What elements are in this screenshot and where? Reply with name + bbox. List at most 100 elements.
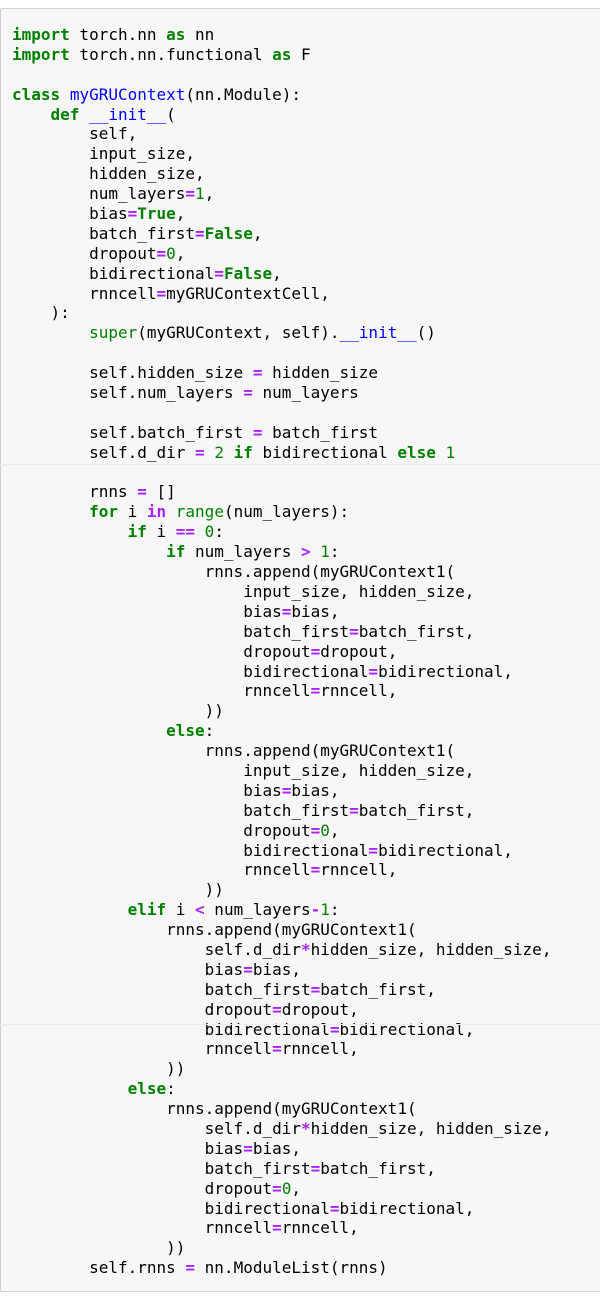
- code-line: )): [12, 1059, 551, 1079]
- code-token: rnns.append(myGRUContext1(: [12, 741, 456, 761]
- code-line: bidirectional=bidirectional,: [12, 1199, 551, 1219]
- code-token: rnncell,: [281, 1039, 359, 1059]
- code-line: if num_layers > 1:: [12, 542, 551, 562]
- code-line: rnncell=rnncell,: [12, 860, 551, 880]
- code-token: =: [214, 263, 224, 283]
- code-token: batch_first: [12, 1158, 311, 1178]
- code-line: for i in range(num_layers):: [12, 502, 551, 522]
- code-token: bias,: [291, 601, 340, 621]
- divider: [0, 1024, 600, 1025]
- code-token: [12, 1079, 128, 1098]
- code-token: rnncell,: [281, 1218, 359, 1238]
- code-token: =: [310, 1158, 321, 1178]
- code-token: dropout: [12, 641, 311, 661]
- code-token: >: [300, 542, 311, 562]
- code-token: bidirectional: [12, 840, 369, 860]
- code-token: =: [243, 383, 253, 403]
- code-line: rnncell=rnncell,: [12, 1039, 551, 1059]
- code-token: ,: [329, 820, 340, 840]
- code-token: else: [166, 721, 205, 741]
- code-token: (nn.Module):: [185, 84, 301, 104]
- code-line: rnncell=rnncell,: [12, 681, 551, 701]
- code-token: rnncell,: [320, 860, 398, 880]
- code-token: batch_first: [12, 223, 196, 243]
- code-token: class: [12, 84, 61, 104]
- code-token: bidirectional,: [378, 661, 513, 681]
- code-line: class myGRUContext(nn.Module):: [12, 85, 551, 105]
- code-line: batch_first=batch_first,: [12, 801, 551, 821]
- code-line: self.hidden_size = hidden_size: [12, 363, 551, 383]
- code-token: rnncell: [12, 681, 311, 701]
- code-token: batch_first,: [358, 800, 475, 820]
- code-token: =: [243, 1138, 253, 1158]
- code-token: []: [146, 482, 176, 502]
- code-token: (: [166, 104, 176, 124]
- code-token: self.d_dir: [12, 442, 196, 462]
- code-token: True: [137, 204, 176, 224]
- code-token: as: [166, 25, 186, 44]
- code-line: num_layers=1,: [12, 184, 551, 204]
- code-token: ,: [175, 204, 186, 224]
- code-token: bidirectional,: [339, 1019, 475, 1039]
- code-token: [205, 443, 215, 462]
- code-token: rnncell,: [320, 681, 398, 701]
- code-token: range: [175, 502, 224, 522]
- code-line: dropout=dropout,: [12, 1000, 551, 1020]
- code-token: ==: [175, 522, 196, 542]
- code-token: self.rnns: [12, 1258, 186, 1278]
- code-token: =: [185, 184, 196, 204]
- code-line: batch_first=False,: [12, 224, 551, 244]
- code-token: (myGRUContext, self).: [137, 323, 340, 343]
- code-token: self.d_dir: [12, 1118, 301, 1138]
- code-token: self.hidden_size: [12, 363, 253, 383]
- code-line: dropout=0,: [12, 244, 551, 264]
- code-token: self.d_dir: [12, 939, 301, 959]
- code-token: dropout: [12, 999, 273, 1019]
- code-line: if i == 0:: [12, 522, 551, 542]
- code-token: i: [117, 502, 147, 522]
- code-token: =: [272, 1178, 282, 1198]
- code-token: =: [310, 979, 321, 999]
- code-token: (num_layers):: [223, 502, 350, 522]
- code-line: bidirectional=False,: [12, 264, 551, 284]
- code-token: elif: [127, 900, 167, 920]
- code-token: rnncell: [12, 1039, 273, 1059]
- code-token: bias: [12, 601, 282, 621]
- code-token: ,: [291, 1178, 302, 1198]
- code-token: bias,: [252, 1138, 301, 1158]
- code-token: :: [214, 522, 224, 542]
- code-token: [436, 443, 446, 462]
- code-line: rnns.append(myGRUContext1(: [12, 741, 551, 761]
- code-token: nn.ModuleList(rnns): [195, 1258, 388, 1278]
- code-line: self.batch_first = batch_first: [12, 423, 551, 443]
- code-token: bias,: [291, 780, 340, 800]
- code-line: bidirectional=bidirectional,: [12, 841, 551, 861]
- code-line: ):: [12, 303, 551, 323]
- code-token: hidden_size,: [12, 164, 205, 184]
- code-line: hidden_size,: [12, 164, 551, 184]
- code-line: self,: [12, 124, 551, 144]
- code-token: =: [329, 1198, 340, 1218]
- code-token: __init__: [89, 104, 167, 124]
- code-token: rnns.append(myGRUContext1(: [12, 562, 456, 582]
- code-token: bidirectional: [252, 442, 398, 462]
- code-token: :: [204, 721, 215, 741]
- code-token: =: [349, 800, 359, 820]
- code-token: rnns.append(myGRUContext1(: [12, 920, 417, 940]
- code-token: batch_first,: [320, 979, 436, 999]
- code-token: =: [195, 442, 205, 462]
- code-token: input_size, hidden_size,: [12, 581, 475, 601]
- code-token: ):: [12, 303, 70, 323]
- code-line: rnns.append(myGRUContext1(: [12, 562, 551, 582]
- code-line: [12, 463, 551, 483]
- code-token: <: [195, 900, 205, 920]
- code-token: )): [12, 1059, 186, 1079]
- code-line: else:: [12, 721, 551, 741]
- code-line: batch_first=batch_first,: [12, 622, 551, 642]
- code-token: =: [185, 1258, 196, 1278]
- code-token: [12, 721, 166, 740]
- code-token: =: [252, 422, 263, 442]
- code-token: =: [310, 860, 321, 880]
